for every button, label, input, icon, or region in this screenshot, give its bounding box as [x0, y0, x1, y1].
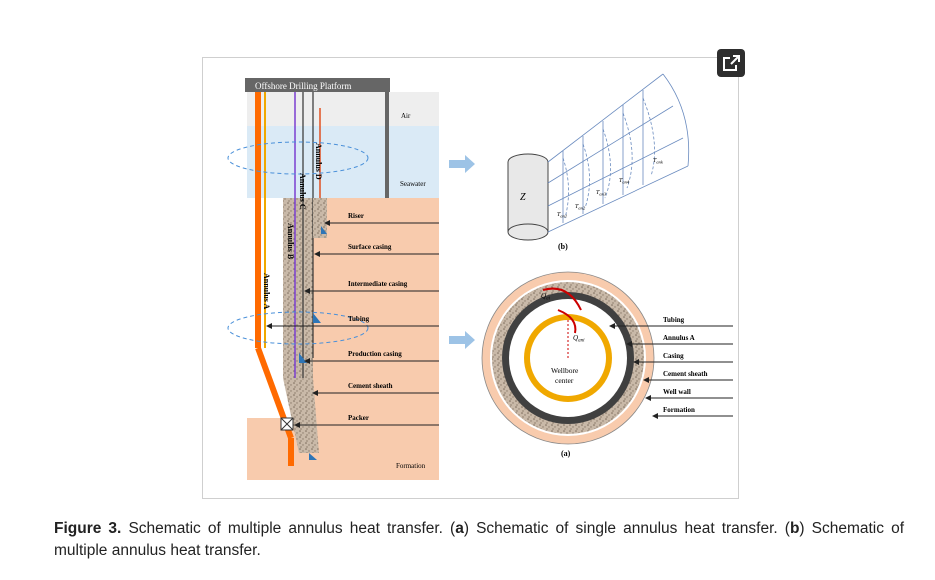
- platform-label: Offshore Drilling Platform: [255, 81, 351, 91]
- temp-label-ank: Tank: [653, 158, 664, 165]
- figure-caption: Figure 3. Schematic of multiple annulus …: [54, 518, 904, 562]
- ring-label-annulus-a: Annulus A: [663, 334, 695, 342]
- caption-ref-b: b: [789, 520, 800, 537]
- expand-image-button[interactable]: [717, 49, 745, 77]
- production-casing-label: Production casing: [348, 350, 402, 358]
- caption-text-3: ) Schematic of multiple annulus heat tra…: [54, 520, 905, 559]
- ring-label-casing: Casing: [663, 352, 684, 360]
- seawater-zone: [247, 126, 439, 198]
- q-ai-label: Qai: [541, 292, 551, 302]
- annulus-b-label: Annulus B: [286, 223, 295, 260]
- panel-b-caption: (b): [558, 242, 568, 251]
- tubing-label-left: Tubing: [348, 315, 370, 323]
- arrow-to-panel-a: [449, 331, 475, 349]
- z-axis-label: Z: [520, 192, 526, 203]
- figure-image: Offshore Drilling Platform Annulus A Ann…: [227, 73, 733, 480]
- caption-ref-a: a: [455, 520, 464, 537]
- caption-text-2: ) Schematic of single annulus heat trans…: [463, 520, 790, 537]
- figure-frame: Offshore Drilling Platform Annulus A Ann…: [202, 57, 739, 499]
- ring-label-formation: Formation: [663, 406, 695, 414]
- panel-b-3d-diagram: Z Tan1 Tan2 Tan3 Tan4 Tank (b): [507, 73, 690, 251]
- packer-label: Packer: [348, 414, 369, 422]
- q-ani-label: Qani: [573, 334, 585, 344]
- formation-label: Formation: [396, 462, 426, 470]
- panel-a-caption: (a): [561, 449, 571, 458]
- intermediate-casing-label: Intermediate casing: [348, 280, 408, 288]
- air-zone: [247, 92, 439, 126]
- temp-label-an1: Tan1: [557, 212, 567, 219]
- annulus-d-label: Annulus D: [314, 143, 323, 180]
- seawater-label: Seawater: [400, 180, 426, 188]
- wellbore-center-label-line2: center: [555, 376, 574, 385]
- platform-deck: [245, 78, 390, 92]
- ring-label-tubing: Tubing: [663, 316, 685, 324]
- wellbore-center-label-line1: Wellbore: [551, 366, 579, 375]
- cement-sheath-label-left: Cement sheath: [348, 382, 393, 390]
- ring-label-well-wall: Well wall: [663, 388, 691, 396]
- air-label: Air: [401, 112, 411, 120]
- figure-number: Figure 3.: [54, 520, 122, 537]
- temp-label-an4: Tan4: [619, 178, 630, 185]
- annulus-a-label: Annulus A: [262, 273, 271, 309]
- annulus-c-label: Annulus C: [298, 173, 307, 210]
- ring-label-cement-sheath: Cement sheath: [663, 370, 708, 378]
- expand-icon: [723, 55, 740, 71]
- offshore-well-schematic: Offshore Drilling Platform Annulus A Ann…: [227, 78, 439, 480]
- surface-casing-label: Surface casing: [348, 243, 392, 251]
- panel-a-cross-section: Qai Qani Wellbore center Tubing Annulus …: [481, 271, 733, 458]
- caption-text-1: Schematic of multiple annulus heat trans…: [121, 520, 456, 537]
- temp-label-an2: Tan2: [575, 204, 586, 211]
- riser-label: Riser: [348, 212, 364, 220]
- arrow-to-panel-b: [449, 155, 475, 173]
- temp-label-an3: Tan3: [596, 190, 607, 197]
